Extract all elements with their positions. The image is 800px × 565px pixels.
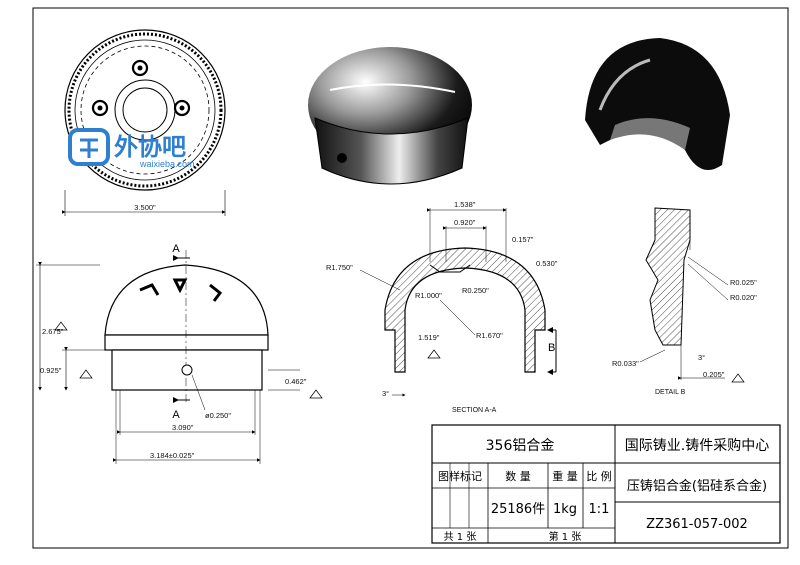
outer-diameter-dim: 3.184±0.025" xyxy=(150,451,195,460)
drawing-number: ZZ361-057-002 xyxy=(646,517,748,532)
material-text: 356铝合金 xyxy=(486,438,555,454)
front-view: A A 2.675" 0.925" ø0.250" 0.462" 3.090" … xyxy=(36,243,323,464)
surface-finish-icon xyxy=(731,373,745,383)
weight-value: 1kg xyxy=(553,502,577,517)
surface-finish-icon xyxy=(427,349,441,359)
section-small-radius-dim: R0.250" xyxy=(462,286,489,295)
section-label-bottom: A xyxy=(172,409,180,421)
front-height-dim: 2.675" xyxy=(42,327,64,336)
detail-caption: DETAIL B xyxy=(655,389,686,396)
section-view: 1.538" 0.920" 0.157" 0.530" R1.750" R1.0… xyxy=(326,200,558,414)
section-angle-dim: 3° xyxy=(382,389,389,398)
top-view: 3.500" xyxy=(62,29,226,216)
detail-radius-1: R0.025" xyxy=(730,278,757,287)
scale-value: 1:1 xyxy=(589,502,610,517)
process-text: 压铸铝合金(铝硅系合金) xyxy=(627,478,767,494)
detail-radius-2: R0.020" xyxy=(730,293,757,302)
detail-angle: 3° xyxy=(698,353,705,362)
hole-diameter-dim: ø0.250" xyxy=(205,411,231,420)
detail-radius-3: R0.033" xyxy=(612,359,639,368)
lip-dim: 0.462" xyxy=(285,377,307,386)
logo-en-text: waixieba.com xyxy=(139,159,195,169)
header-mark: 图样标记 xyxy=(438,469,482,483)
section-mid-radius-dim: R1.670" xyxy=(476,331,503,340)
header-scale: 比 例 xyxy=(586,469,612,483)
surface-finish-icon xyxy=(309,389,323,399)
sheet-border xyxy=(32,7,789,549)
detail-b-view: R0.025" R0.020" R0.033" 3° 0.205" DETAIL… xyxy=(612,207,757,396)
surface-finish-icon xyxy=(54,321,68,331)
surface-finish-icon xyxy=(79,369,93,379)
section-inner-radius-dim: R1.000" xyxy=(415,291,442,300)
section-step-dim: 0.530" xyxy=(536,259,558,268)
front-lower-height-dim: 0.925" xyxy=(40,366,62,375)
section-height-dim: 1.519" xyxy=(418,333,440,342)
section-top-offset-dim: 0.157" xyxy=(512,235,534,244)
section-caption: SECTION A-A xyxy=(452,407,497,414)
isometric-render xyxy=(308,47,472,185)
header-weight: 重 量 xyxy=(552,469,578,483)
company-text: 国际铸业.铸件采购中心 xyxy=(625,438,769,454)
detail-width: 0.205" xyxy=(703,370,725,379)
inner-diameter-dim: 3.090" xyxy=(172,423,194,432)
logo-cn-text: 外协吧 xyxy=(114,133,186,161)
detail-b-marker: B xyxy=(548,342,555,354)
section-outer-radius-dim: R1.750" xyxy=(326,263,353,272)
header-quantity: 数 量 xyxy=(505,470,531,483)
section-label-top: A xyxy=(172,243,180,255)
title-block xyxy=(431,424,781,544)
watermark-logo: 外协吧 waixieba.com xyxy=(68,128,195,169)
section-inner-width-dim: 0.920" xyxy=(454,218,476,227)
cutaway-render xyxy=(585,38,730,170)
sheets-total: 共 1 张 xyxy=(444,531,477,543)
section-top-width-dim: 1.538" xyxy=(454,200,476,209)
quantity-value: 25186件 xyxy=(491,502,545,517)
sheet-number: 第 1 张 xyxy=(549,530,582,543)
top-view-diameter-dim: 3.500" xyxy=(134,203,156,212)
